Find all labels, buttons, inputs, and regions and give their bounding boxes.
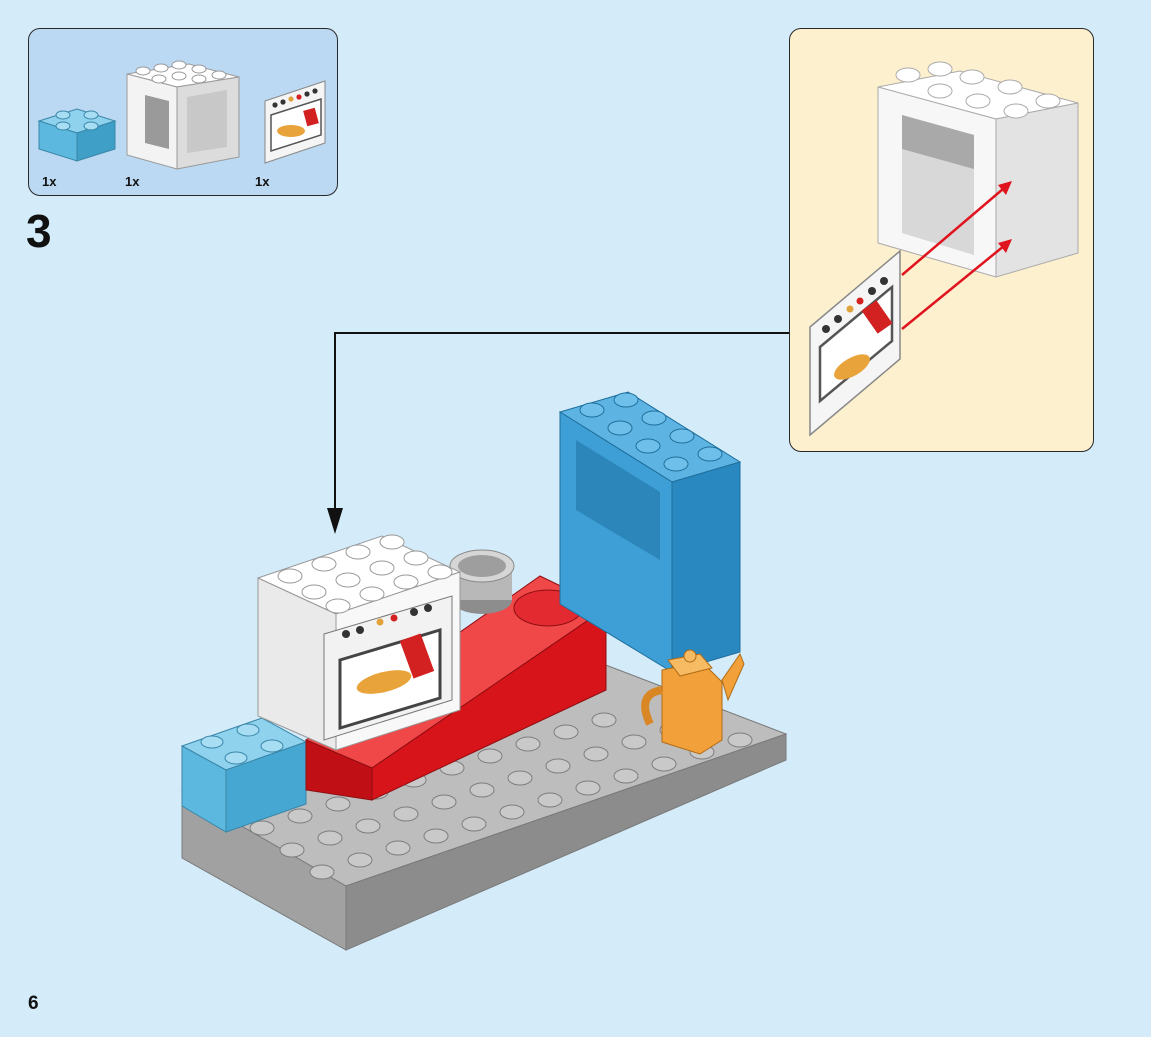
subassembly-illustration: [809, 61, 1079, 437]
azure-brick: [180, 717, 308, 833]
parts-illustration: [37, 60, 326, 170]
window-frame-icon: [126, 60, 240, 170]
quantity-label: 1x: [42, 174, 57, 189]
parts-list-panel: 1x 1x 1x: [28, 28, 338, 196]
baseplate: [180, 661, 788, 951]
quantity-label: 1x: [125, 174, 140, 189]
azure-brick-icon: [37, 108, 117, 162]
oven-block: [256, 534, 462, 751]
quantity-label: 1x: [255, 174, 270, 189]
oven-door-icon: [809, 249, 901, 437]
pot: [449, 549, 515, 614]
oven-door-icon: [264, 80, 326, 164]
teapot: [641, 649, 745, 755]
window-frame-icon: [877, 61, 1079, 278]
page-number: 6: [28, 993, 39, 1014]
blue-shelf: [558, 391, 742, 673]
red-arrow-icon: [901, 181, 1012, 330]
subassembly-detail-panel: [789, 28, 1094, 452]
red-counter: [304, 575, 607, 801]
step-number: 3: [26, 205, 52, 257]
callout-arrow-icon: [327, 332, 789, 534]
